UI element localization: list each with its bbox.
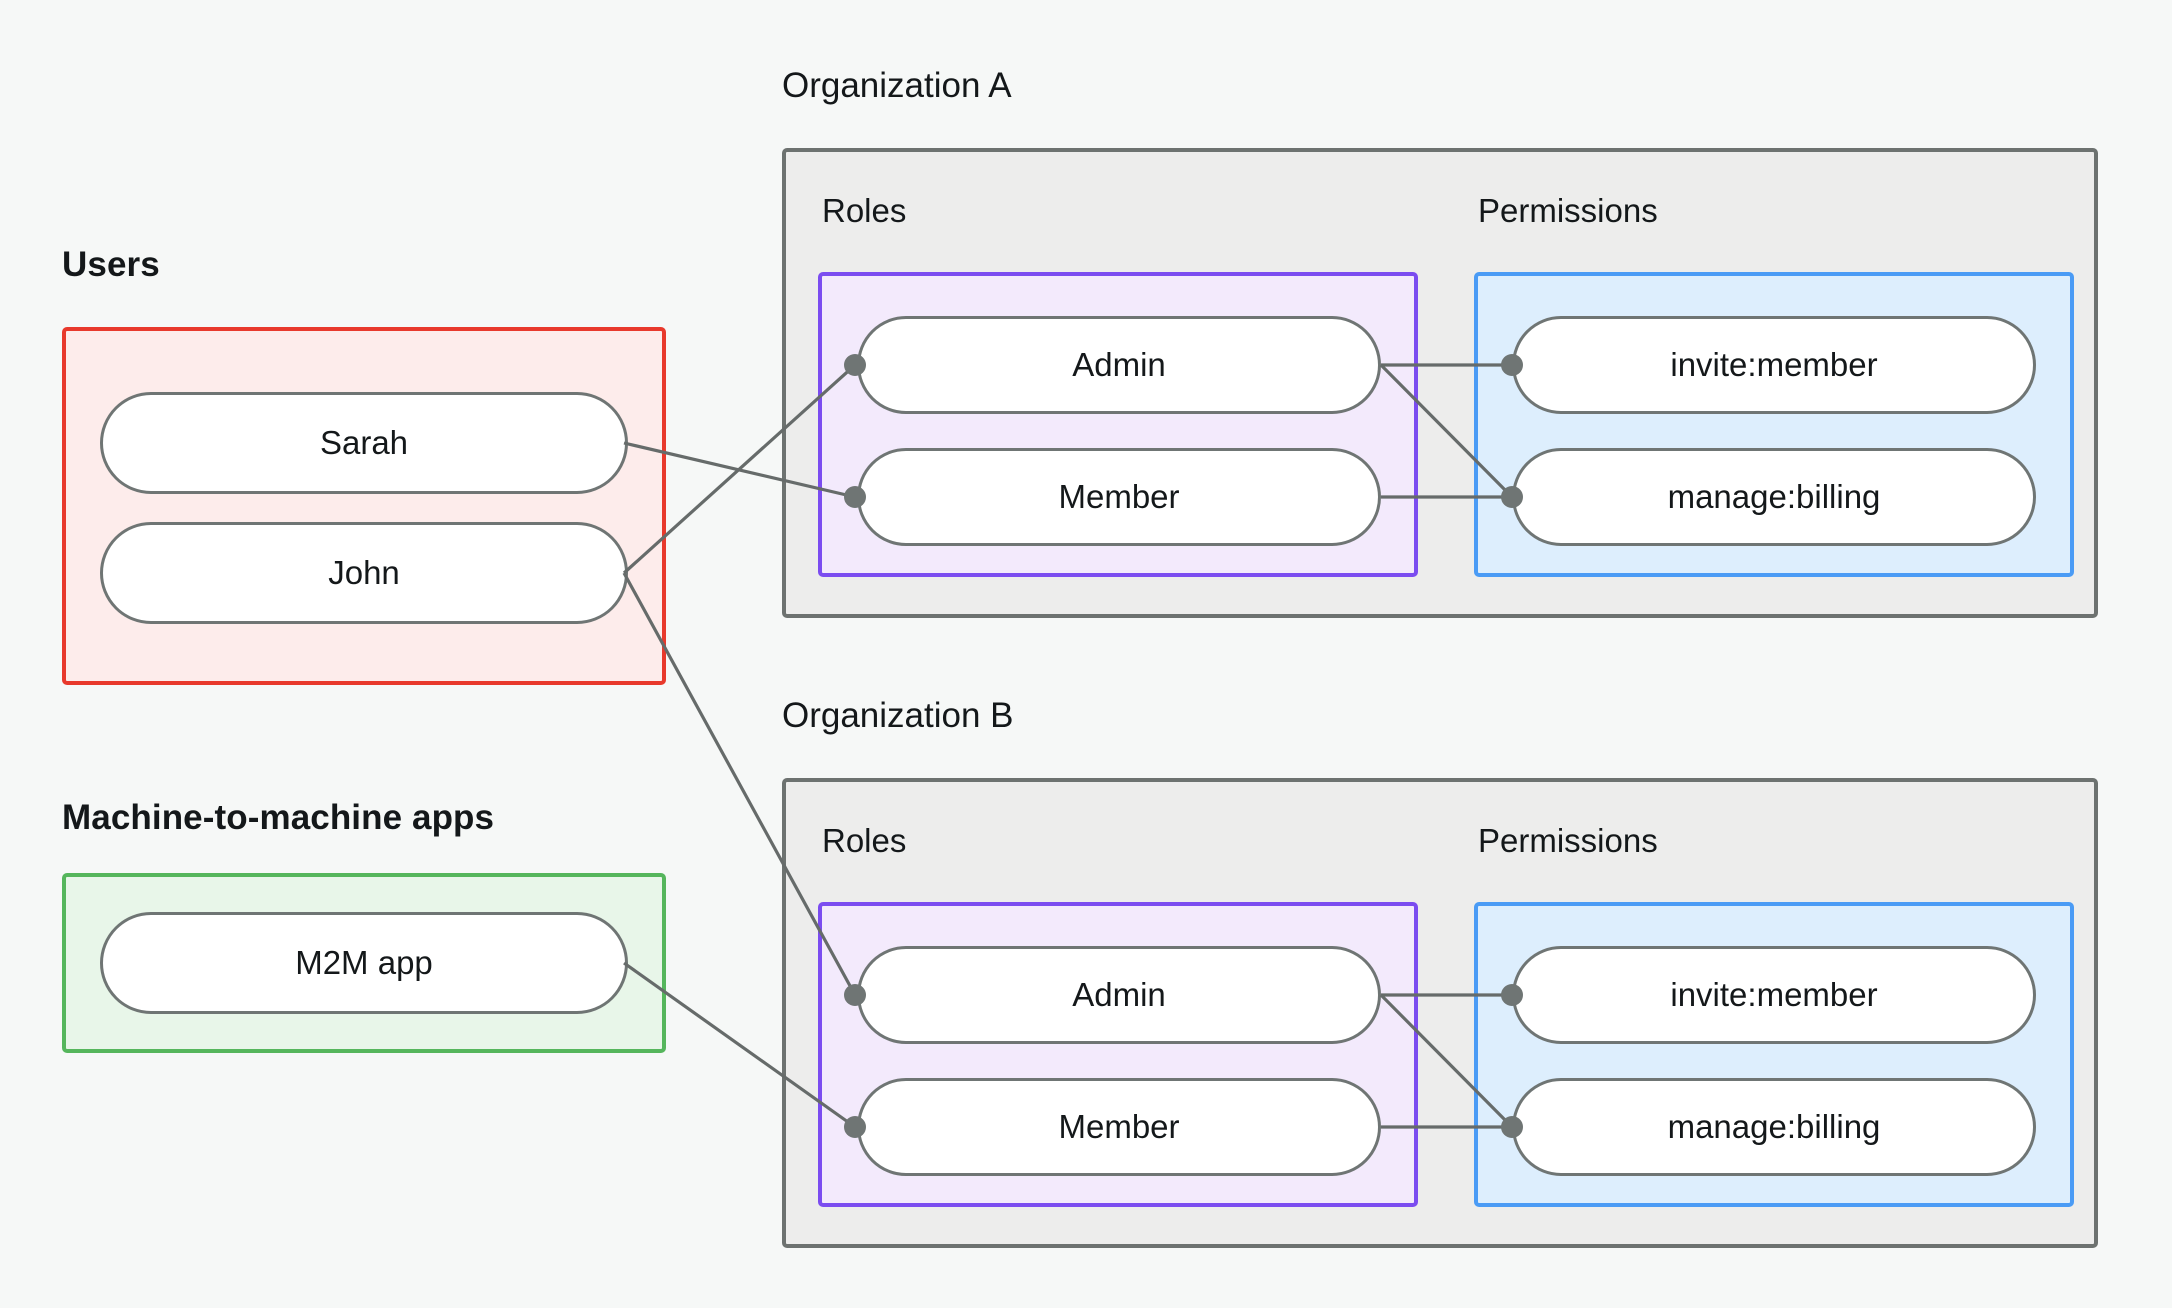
orgA-role-pill-member[interactable]: Member	[857, 448, 1381, 546]
m2m-group-label: Machine-to-machine apps	[62, 798, 495, 837]
users-group-label: Users	[62, 245, 160, 284]
organization-b-permissions-label: Permissions	[1478, 822, 1658, 859]
orgB-role-pill-admin[interactable]: Admin	[857, 946, 1381, 1044]
orgB-role-pill-member[interactable]: Member	[857, 1078, 1381, 1176]
organization-a-label: Organization A	[782, 66, 1012, 105]
orgB-permission-pill-manage-billing[interactable]: manage:billing	[1512, 1078, 2036, 1176]
orgB-permission-pill-invite-member[interactable]: invite:member	[1512, 946, 2036, 1044]
orgA-role-pill-admin[interactable]: Admin	[857, 316, 1381, 414]
organization-b-label: Organization B	[782, 696, 1014, 735]
m2m-pill-app[interactable]: M2M app	[100, 912, 628, 1014]
user-pill-sarah[interactable]: Sarah	[100, 392, 628, 494]
user-pill-john[interactable]: John	[100, 522, 628, 624]
users-group-box	[62, 327, 666, 685]
orgA-permission-pill-manage-billing[interactable]: manage:billing	[1512, 448, 2036, 546]
orgA-permission-pill-invite-member[interactable]: invite:member	[1512, 316, 2036, 414]
organization-a-permissions-label: Permissions	[1478, 192, 1658, 229]
organization-b-roles-label: Roles	[822, 822, 907, 859]
organization-a-roles-label: Roles	[822, 192, 907, 229]
